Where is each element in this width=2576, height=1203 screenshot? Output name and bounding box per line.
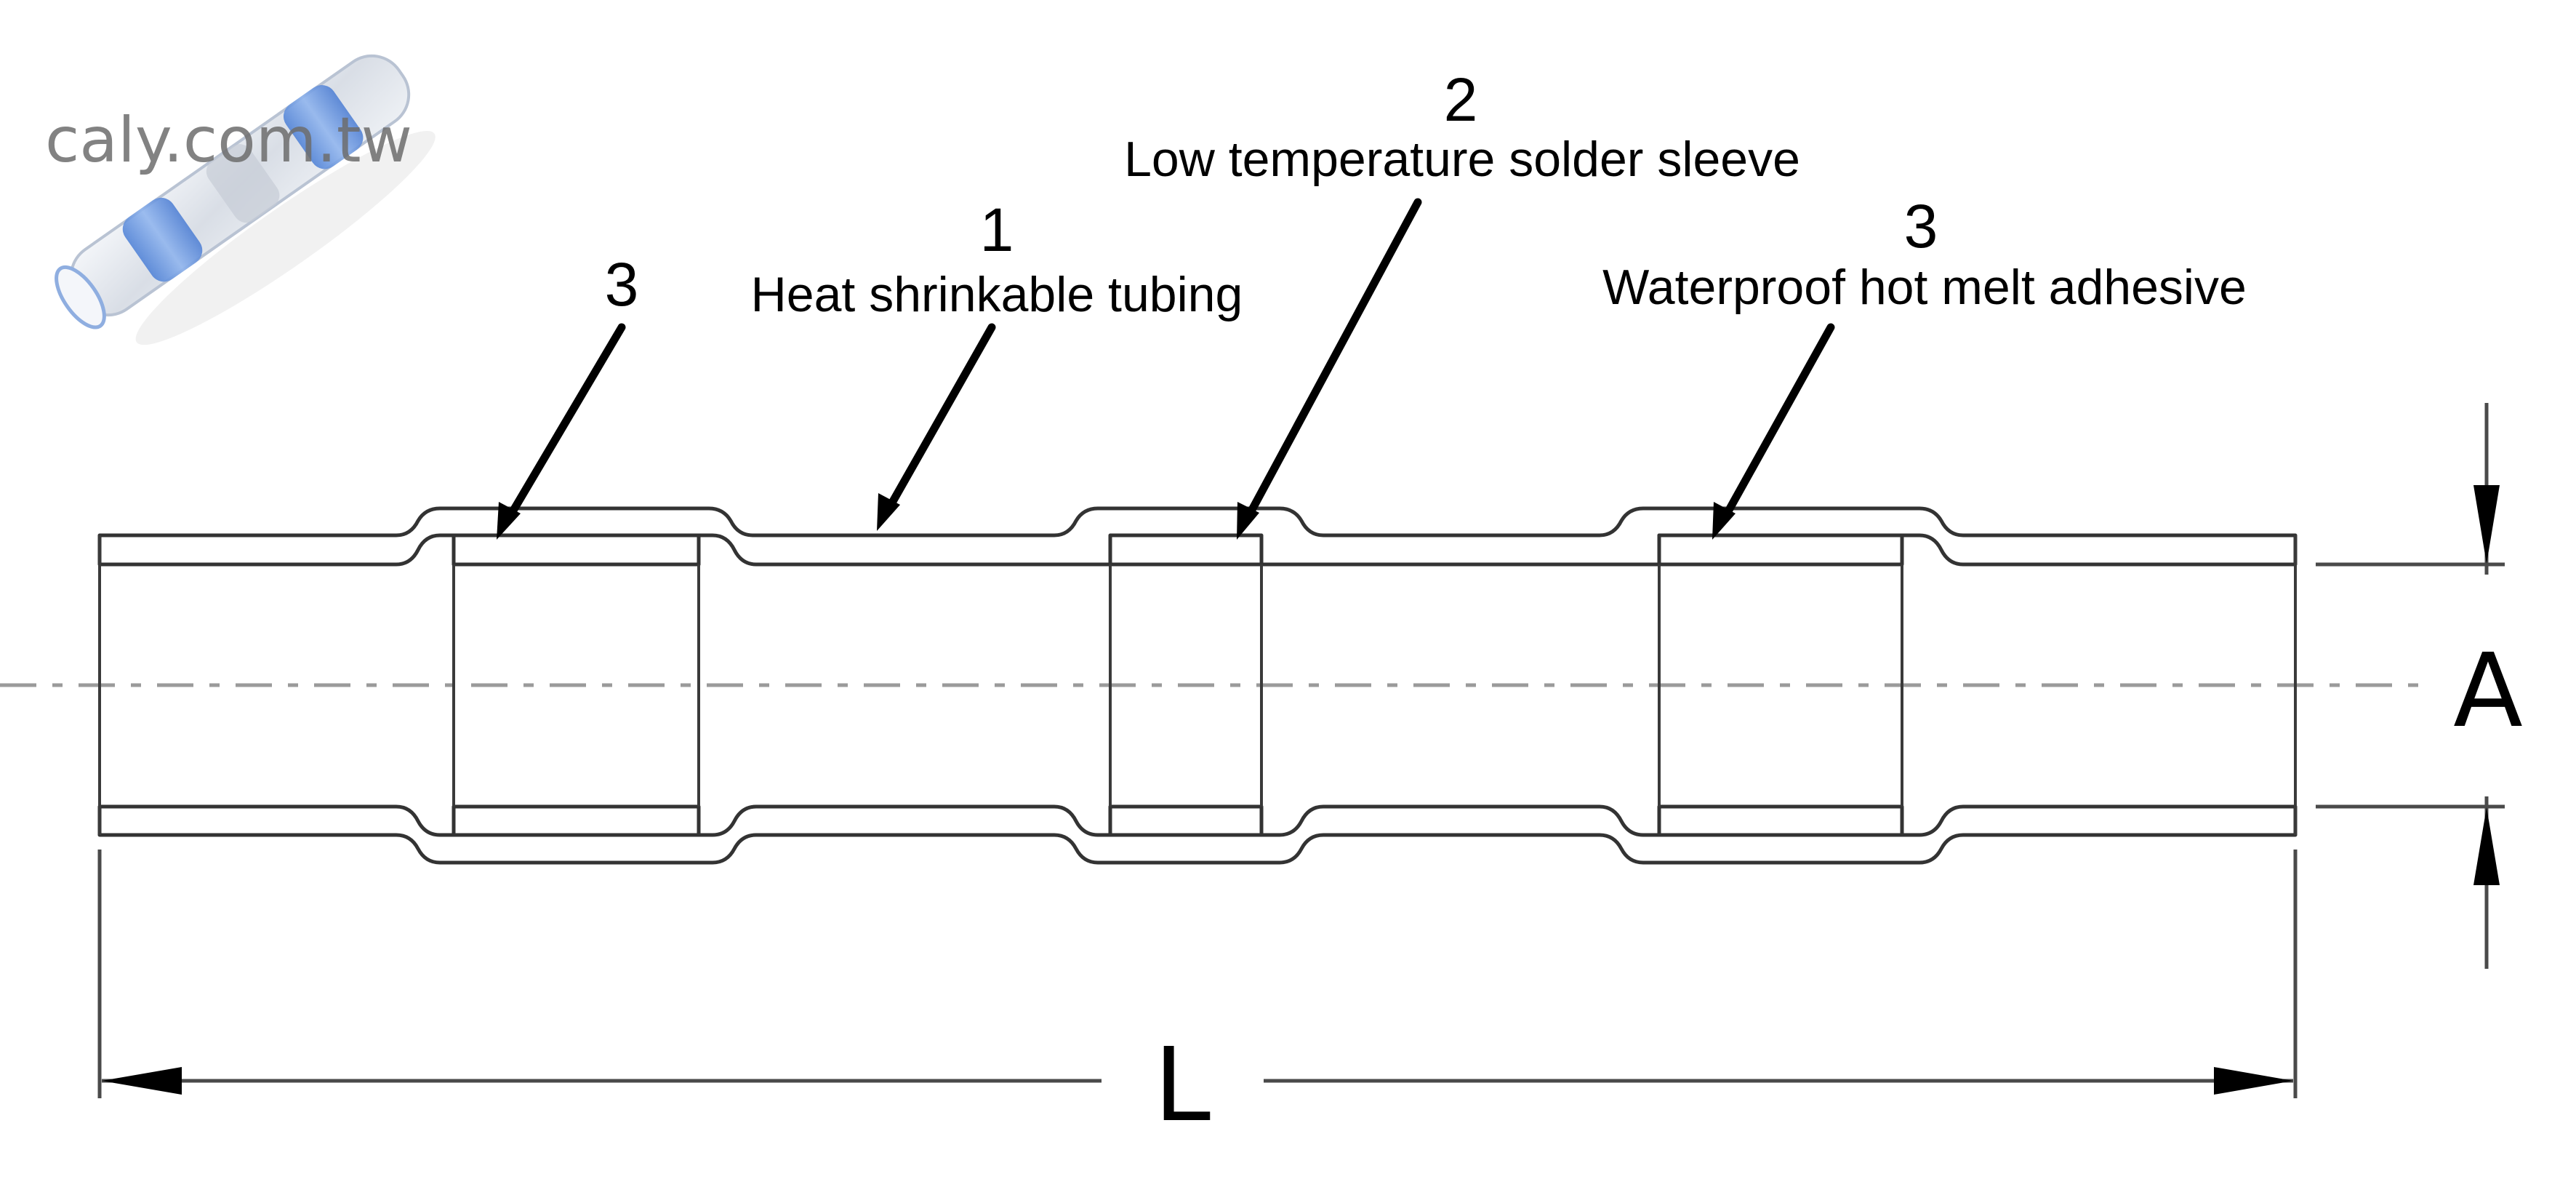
- callout-number: 3: [605, 250, 639, 319]
- callout-label: Heat shrinkable tubing: [751, 267, 1243, 322]
- arrowhead-icon: [877, 493, 900, 531]
- callout-tubing: 1 Heat shrinkable tubing: [751, 196, 1243, 531]
- photo-tube-end: [55, 265, 106, 329]
- tube-bottom-wall: [97, 804, 2298, 865]
- solder-bottom: [1110, 807, 1261, 835]
- callout-adhesive-left: 3: [497, 250, 638, 540]
- heat-shrink-tubing-top: [97, 506, 2298, 567]
- length-label: L: [1154, 1026, 1211, 1145]
- watermark-text: caly.com.tw: [45, 104, 412, 177]
- diameter-dimension: A: [2316, 403, 2523, 969]
- product-photo: [55, 54, 436, 345]
- adhesive-left-bottom: [454, 807, 699, 835]
- photo-shadow: [135, 130, 436, 345]
- adhesive-left-bottom-hatch: [452, 804, 701, 837]
- photo-solder-band: [206, 144, 280, 223]
- callout-label: Waterproof hot melt adhesive: [1602, 260, 2247, 315]
- callout-adhesive-right: 3 Waterproof hot melt adhesive: [1602, 192, 2247, 540]
- arrow-down-icon: [2473, 485, 2500, 564]
- callout-number: 1: [980, 196, 1014, 264]
- leader-line: [1720, 323, 1835, 522]
- leader-line: [505, 323, 626, 522]
- adhesive-right-bottom-hatch: [1657, 804, 1904, 837]
- callout-label: Low temperature solder sleeve: [1124, 132, 1800, 187]
- solder-bottom-hatch: [1108, 804, 1264, 837]
- leader-line: [1243, 198, 1422, 522]
- solder-top: [1110, 535, 1261, 564]
- solder-top-hatch: [1108, 533, 1264, 567]
- callout-number: 2: [1444, 65, 1478, 134]
- callout-number: 3: [1904, 192, 1938, 260]
- arrow-right-icon: [2214, 1067, 2293, 1095]
- diameter-label: A: [2453, 632, 2523, 751]
- arrow-up-icon: [2473, 807, 2500, 885]
- adhesive-right-top-hatch: [1657, 533, 1904, 567]
- arrow-left-icon: [102, 1067, 182, 1095]
- arrowhead-icon: [1237, 502, 1259, 540]
- photo-adhesive-band-right: [283, 85, 364, 169]
- adhesive-right-bottom: [1659, 807, 1902, 835]
- photo-adhesive-band-left: [122, 197, 203, 282]
- adhesive-left-top-hatch: [452, 533, 701, 567]
- adhesive-right-top: [1659, 535, 1902, 564]
- tube-top-wall: [97, 506, 2298, 567]
- length-dimension: L: [97, 850, 2298, 1145]
- arrowhead-icon: [1712, 502, 1736, 540]
- callout-solder: 2 Low temperature solder sleeve: [1124, 65, 1800, 540]
- arrowhead-icon: [497, 502, 521, 540]
- section-edges: [98, 535, 2297, 835]
- adhesive-left-top: [454, 535, 699, 564]
- leader-line: [884, 323, 996, 513]
